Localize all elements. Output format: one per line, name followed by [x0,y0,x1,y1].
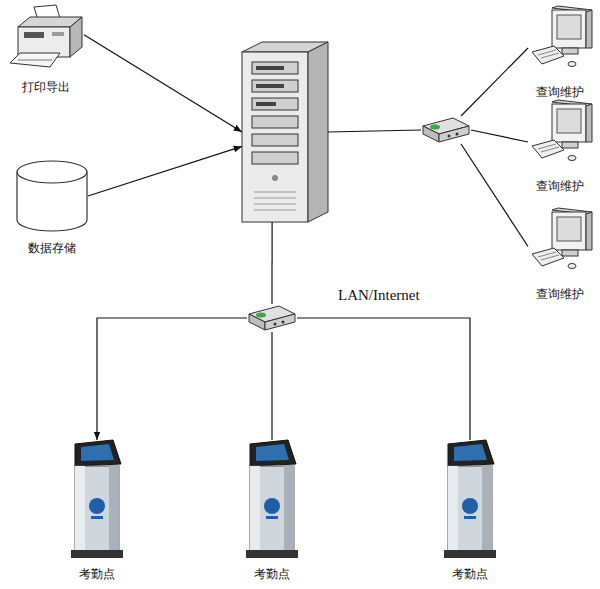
device-label: 查询维护 [528,84,592,100]
network-link [297,318,470,440]
device-label: 考勤点 [440,566,500,582]
computer-node: 查询维护 [528,208,592,302]
network-link [461,144,528,247]
device-label: 考勤点 [67,566,127,582]
computer-icon [532,208,592,269]
kiosk-icon [444,440,496,558]
kiosk-icon [71,440,123,558]
printer-icon [10,5,82,67]
printer-node: 打印导出 [8,5,84,95]
network-label: LAN/Internet [336,287,422,304]
computer-icon [532,100,592,161]
network-link [471,130,528,142]
database-icon [17,161,87,231]
device-label: 数据存储 [16,240,88,256]
device-label: 查询维护 [528,286,592,302]
network-link [461,48,528,116]
computer-icon [532,6,592,67]
network-link [271,222,272,304]
switch-icon [249,306,295,330]
storage-node: 数据存储 [16,160,88,256]
kiosk-node: 考勤点 [242,440,302,582]
switch-icon [423,118,469,142]
network-link [84,35,242,132]
network-link [271,332,272,440]
device-label: 查询维护 [528,178,592,194]
server-node [242,42,328,222]
switch-node [421,116,471,144]
kiosk-node: 考勤点 [67,440,127,582]
device-label: 考勤点 [242,566,302,582]
server-icon [242,42,328,222]
computer-node: 查询维护 [528,100,592,194]
device-label: 打印导出 [8,79,84,95]
network-link [97,318,247,440]
kiosk-icon [246,440,298,558]
kiosk-node: 考勤点 [440,440,500,582]
network-link [88,146,242,196]
switch-node [247,304,297,332]
computer-node: 查询维护 [528,6,592,100]
network-link [328,130,421,132]
